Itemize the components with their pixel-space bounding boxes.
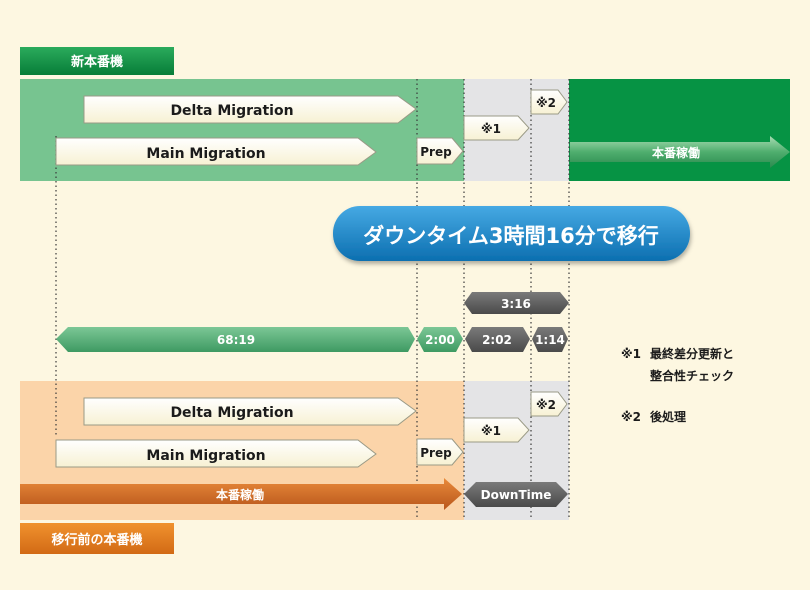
old-note1-arrow: [463, 417, 530, 443]
final-delta-duration-bar: [465, 327, 530, 352]
old-env-production-arrow: [20, 478, 462, 510]
old-env-label: 移行前の本番機: [51, 532, 142, 548]
old-main-migration-label: Main Migration: [146, 448, 265, 464]
downtime-bar: [464, 482, 568, 507]
old-env-arrows: Delta Migration Main Migration Prep ※1 ※…: [20, 391, 568, 510]
delta-migration-arrow: [83, 95, 417, 124]
note1-text-line1: 最終差分更新と: [650, 346, 734, 361]
post-duration-label: 1:14: [535, 333, 565, 347]
final-delta-duration-label: 2:02: [482, 333, 512, 347]
main-migration-arrow: [55, 137, 377, 166]
new-env-production-zone: [569, 79, 790, 181]
note1-mark: ※1: [621, 347, 641, 361]
delta-migration-label: Delta Migration: [170, 103, 293, 119]
new-env-production-arrow: [570, 136, 790, 168]
old-delta-migration-arrow: [83, 397, 417, 426]
old-main-migration-arrow: [55, 439, 377, 468]
note1-label: ※1: [481, 122, 501, 136]
note2-arrow: [530, 89, 568, 115]
new-env-production-label: 本番稼働: [652, 145, 700, 160]
note2-label: ※2: [536, 96, 556, 110]
post-duration-bar: [532, 327, 568, 352]
headline-callout: ダウンタイム3時間16分で移行: [333, 206, 690, 261]
total-downtime-bar: [464, 292, 569, 314]
headline-text: ダウンタイム3時間16分で移行: [363, 224, 658, 248]
new-env-label-box: [20, 47, 174, 75]
old-env-production-label: 本番稼働: [216, 487, 264, 502]
old-prep-arrow: [416, 438, 464, 466]
prep-label: Prep: [420, 145, 452, 159]
headline-pill: [333, 206, 690, 261]
note2-mark: ※2: [621, 410, 641, 424]
old-delta-migration-label: Delta Migration: [170, 405, 293, 421]
prep-duration-bar: [417, 327, 463, 352]
old-prep-label: Prep: [420, 446, 452, 460]
old-note1-label: ※1: [481, 424, 501, 438]
new-env-arrows: Delta Migration Main Migration Prep ※1 ※…: [55, 89, 790, 168]
downtime-label: DownTime: [481, 488, 552, 502]
new-env-band: [20, 79, 464, 181]
old-note2-arrow: [530, 391, 568, 417]
note1-text-line2: 整合性チェック: [649, 368, 734, 383]
main-duration-bar: [56, 327, 415, 352]
footnotes: ※1 最終差分更新と 整合性チェック ※2 後処理: [621, 346, 734, 424]
old-note2-label: ※2: [536, 398, 556, 412]
new-env-label: 新本番機: [71, 54, 123, 70]
main-migration-label: Main Migration: [146, 146, 265, 162]
prep-arrow: [416, 137, 464, 165]
note2-text: 後処理: [650, 409, 686, 424]
note1-arrow: [463, 115, 530, 141]
duration-timeline: 3:16 68:19 2:00 2:02 1:14: [56, 292, 569, 352]
old-env-label-box: [20, 523, 174, 554]
prep-duration-label: 2:00: [425, 333, 455, 347]
total-downtime-label: 3:16: [501, 297, 531, 311]
main-duration-label: 68:19: [217, 333, 255, 347]
